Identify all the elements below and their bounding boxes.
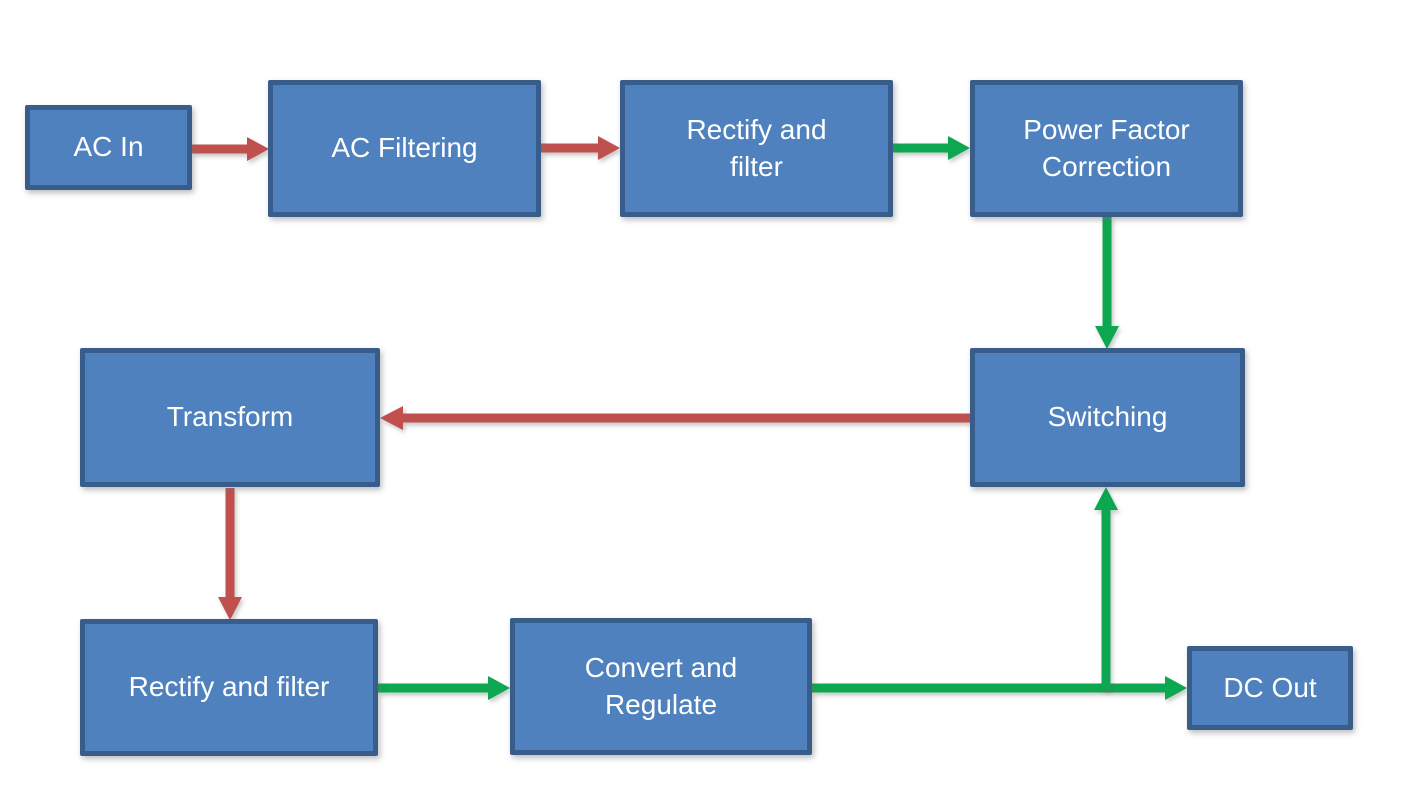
node-ac-filtering: AC Filtering (268, 80, 541, 217)
arrow-ac-filtering-to-rectify-top (541, 136, 620, 160)
arrow-convert-to-dc-out (812, 676, 1187, 700)
node-power-factor-correction-label: Power Factor Correction (1023, 113, 1190, 182)
node-dc-out: DC Out (1187, 646, 1353, 730)
arrow-ac-in-to-ac-filtering (192, 137, 269, 161)
arrow-switching-to-transform (380, 406, 970, 430)
node-rectify-and-filter-bottom: Rectify and filter (80, 619, 378, 756)
arrow-transform-to-rectify-bottom (218, 488, 242, 620)
node-rectify-and-filter-bottom-label: Rectify and filter (128, 671, 330, 703)
arrow-pfc-to-switching (1095, 216, 1119, 349)
node-power-factor-correction: Power Factor Correction (970, 80, 1243, 217)
node-switching-label: Switching (1047, 401, 1168, 433)
node-switching: Switching (970, 348, 1245, 487)
node-transform: Transform (80, 348, 380, 487)
arrow-rectify-bottom-to-convert (378, 676, 510, 700)
node-ac-filtering-label: AC Filtering (331, 132, 478, 164)
node-convert-and-regulate: Convert and Regulate (510, 618, 812, 755)
arrow-convert-branch-to-switching (1094, 487, 1118, 690)
node-rectify-and-filter-top: Rectify and filter (620, 80, 893, 217)
node-rectify-and-filter-top-label: Rectify and filter (686, 113, 827, 182)
node-transform-label: Transform (166, 401, 294, 433)
node-ac-in-label: AC In (73, 131, 144, 163)
node-dc-out-label: DC Out (1223, 671, 1317, 703)
node-convert-and-regulate-label: Convert and Regulate (584, 651, 738, 720)
node-ac-in: AC In (25, 105, 192, 190)
arrow-rectify-top-to-pfc (893, 136, 970, 160)
